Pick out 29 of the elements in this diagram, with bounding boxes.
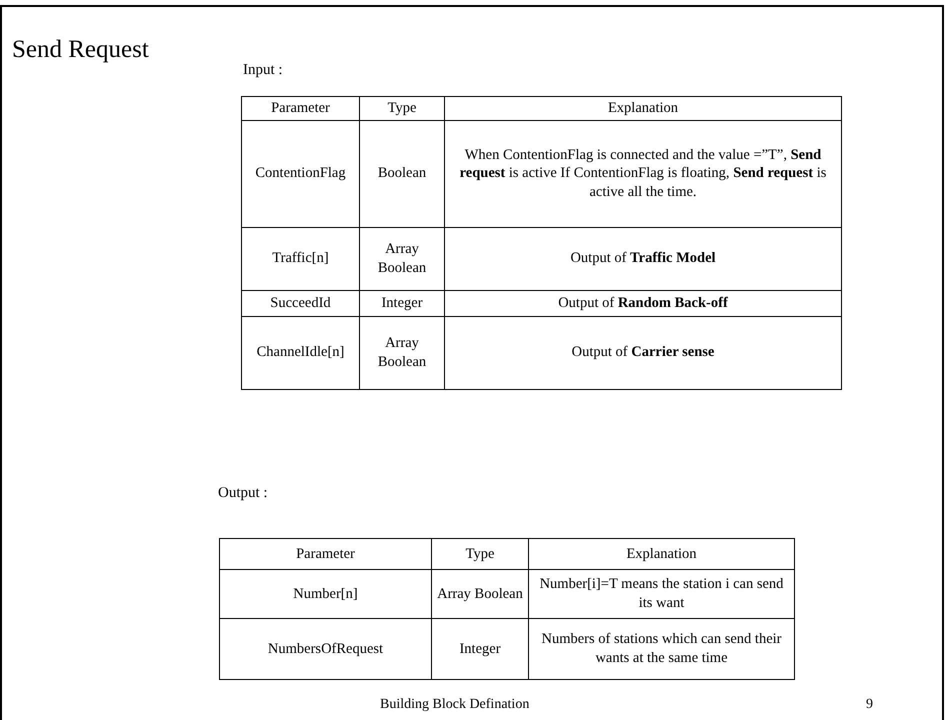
- page-number: 9: [866, 697, 873, 713]
- section-label: Input :: [243, 62, 283, 79]
- table-cell: Integer: [432, 618, 528, 680]
- table-cell: Traffic[n]: [242, 227, 360, 290]
- header-cell: Type: [360, 96, 444, 120]
- header-cell: Type: [432, 538, 528, 570]
- table-cell: Output of Random Back-off: [444, 290, 842, 316]
- table-cell: Number[n]: [220, 570, 432, 618]
- table-cell: Number[i]=T means the station i can send its want: [528, 570, 794, 618]
- table-cell: Output of Carrier sense: [444, 316, 842, 390]
- table-cell: SucceedId: [242, 290, 360, 316]
- table-cell: Array Boolean: [360, 227, 444, 290]
- table-cell: Array Boolean: [432, 570, 528, 618]
- footer-text: Building Block Defination: [380, 697, 530, 713]
- section-label: Output :: [218, 485, 268, 502]
- header-cell: Explanation: [444, 96, 842, 120]
- table-cell: ContentionFlag: [242, 120, 360, 228]
- table-cell: Integer: [360, 290, 444, 316]
- header-cell: Parameter: [220, 538, 432, 570]
- table-cell: Output of Traffic Model: [444, 227, 842, 290]
- table-cell: Numbers of stations which can send their wants at the same time: [528, 618, 794, 680]
- table-cell: When ContentionFlag is connected and the value =”T”, Send request is active If ContentionFlag is floating, Send request is active all the time.: [444, 120, 842, 228]
- table-cell: Array Boolean: [360, 316, 444, 390]
- table-cell: Boolean: [360, 120, 444, 228]
- slide-title: Send Request: [12, 36, 149, 64]
- table-cell: ChannelIdle[n]: [242, 316, 360, 390]
- header-cell: Explanation: [528, 538, 794, 570]
- table-cell: NumbersOfRequest: [220, 618, 432, 680]
- header-cell: Parameter: [242, 96, 360, 120]
